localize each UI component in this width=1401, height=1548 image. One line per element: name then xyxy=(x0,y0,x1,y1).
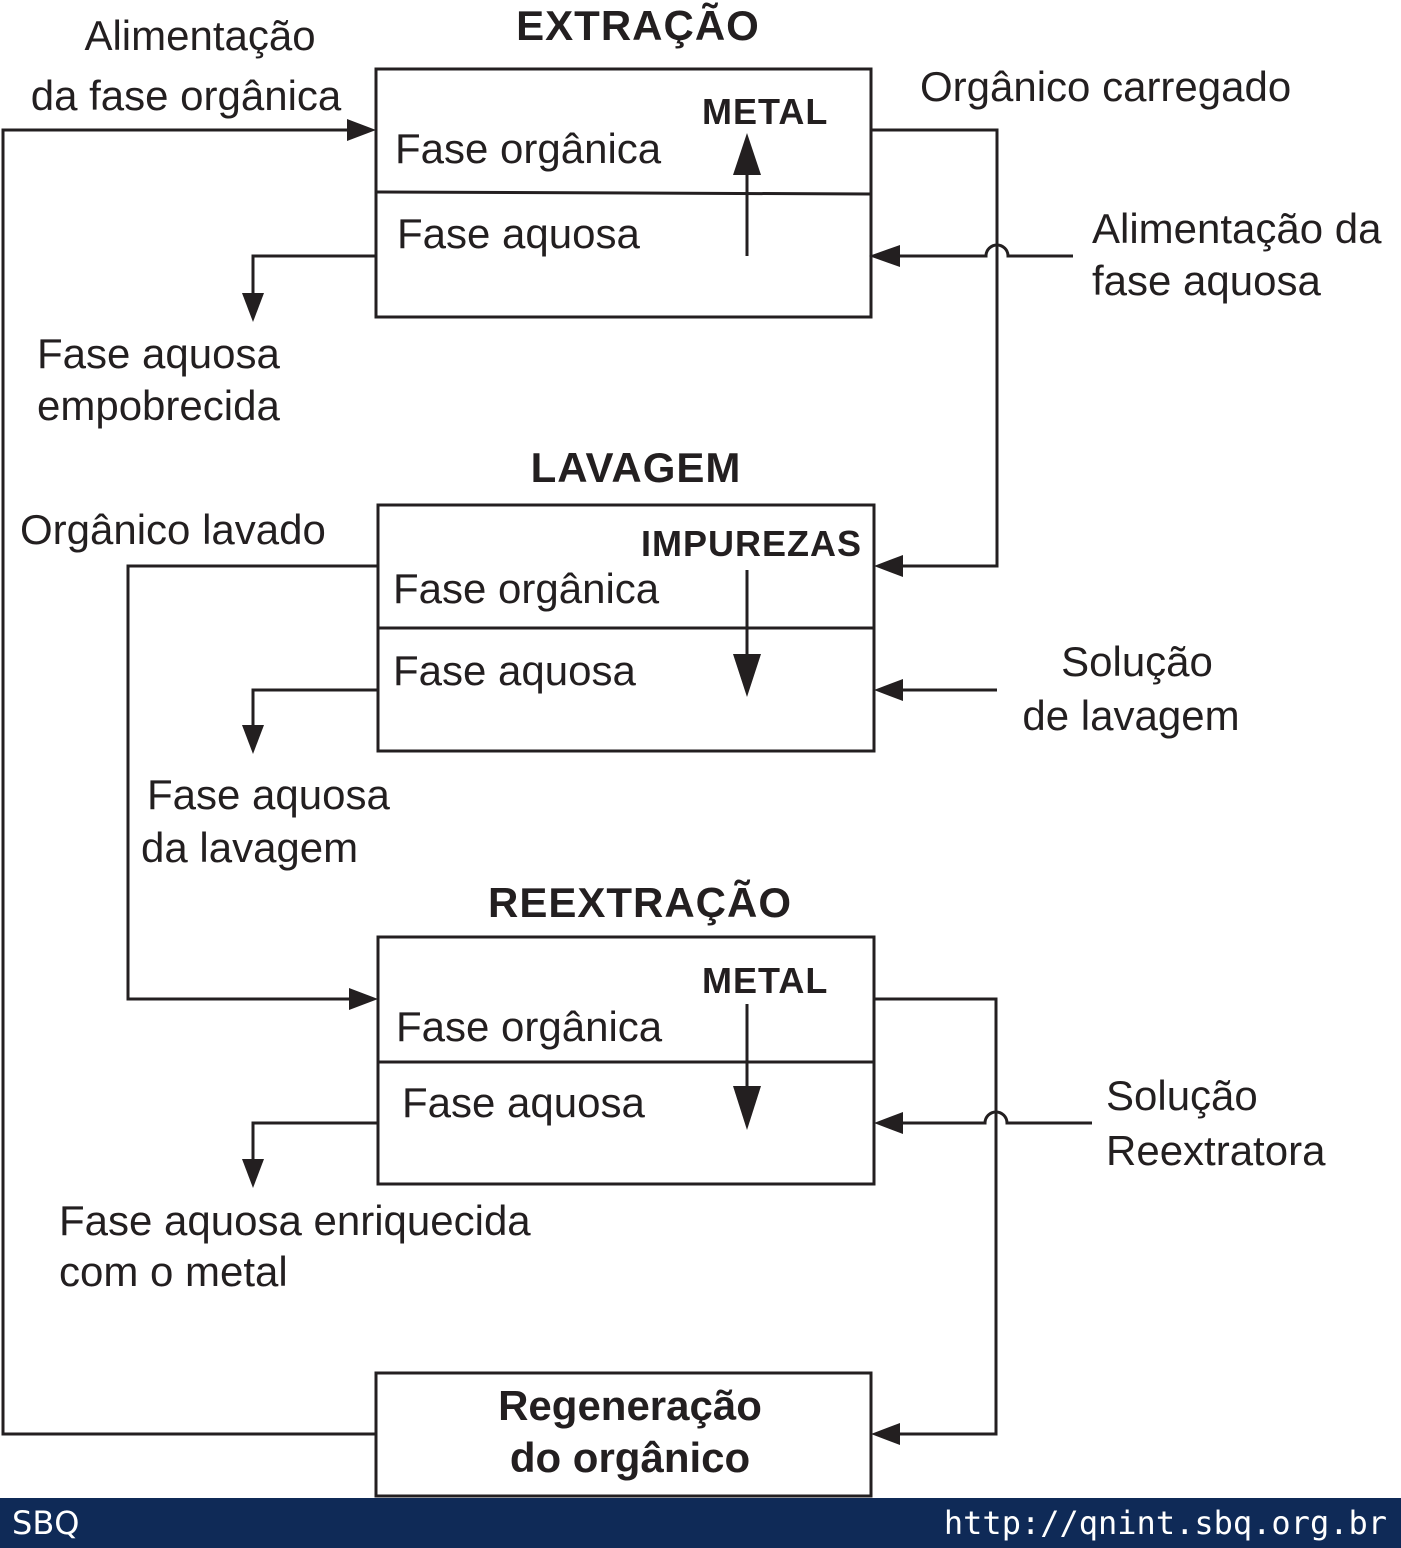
label-solucao-reextratora-2: Reextratora xyxy=(1106,1127,1326,1174)
label-aquosa-empobrecida-1: Fase aquosa xyxy=(37,330,280,377)
reextracao-fase-organica: Fase orgânica xyxy=(396,1003,663,1050)
label-aquosa-enriquecida-2: com o metal xyxy=(59,1248,288,1295)
loaded-organic-line xyxy=(871,128,999,568)
lavagem-fase-aquosa: Fase aquosa xyxy=(393,647,636,694)
footer-bar: SBQ http://qnint.sbq.org.br xyxy=(0,1498,1401,1548)
wash-aqueous-line xyxy=(251,688,378,728)
reextracao-title: REEXTRAÇÃO xyxy=(488,879,792,926)
label-solucao-reextratora-1: Solução xyxy=(1106,1072,1258,1119)
label-organico-lavado: Orgânico lavado xyxy=(20,506,326,553)
reextracao-box: Fase orgânica Fase aquosa METAL xyxy=(376,935,876,1186)
extracao-box: Fase orgânica Fase aquosa METAL xyxy=(374,67,873,319)
extracao-fase-organica: Fase orgânica xyxy=(395,125,662,172)
regeneracao-box: Regeneração do orgânico xyxy=(374,1371,873,1498)
lavagem-box: Fase orgânica Fase aquosa IMPUREZAS xyxy=(376,503,876,753)
label-aquosa-empobrecida-2: empobrecida xyxy=(37,382,280,429)
label-aquosa-enriquecida-1: Fase aquosa enriquecida xyxy=(59,1197,531,1244)
organic-recycle-line xyxy=(1,128,376,1436)
label-aquosa-lavagem-2: da lavagem xyxy=(141,824,358,871)
aqueous-feed-line xyxy=(898,243,1073,258)
extracao-fase-aquosa: Fase aquosa xyxy=(397,210,640,257)
label-aquosa-lavagem-1: Fase aquosa xyxy=(147,771,390,818)
reextracao-transfer-down-arrow xyxy=(733,1086,761,1130)
stripped-organic-line xyxy=(874,997,998,1436)
lavagem-fase-organica: Fase orgânica xyxy=(393,565,660,612)
solvent-extraction-diagram: EXTRAÇÃO LAVAGEM REEXTRAÇÃO Fase orgânic… xyxy=(1,2,1382,1498)
stripped-organic-arrow xyxy=(871,1423,900,1445)
lavagem-title: LAVAGEM xyxy=(531,444,742,491)
label-solucao-lavagem-2: de lavagem xyxy=(1022,692,1239,739)
footer-url[interactable]: http://qnint.sbq.org.br xyxy=(943,1504,1387,1542)
label-alimentacao-organica-1: Alimentação xyxy=(84,12,315,59)
stripping-solution-line xyxy=(900,1110,1092,1125)
extracao-transfer-up-arrow xyxy=(733,133,761,175)
label-alimentacao-aquosa-2: fase aquosa xyxy=(1092,257,1321,304)
extracao-metal-tag: METAL xyxy=(702,91,828,132)
enriched-aqueous-arrow xyxy=(242,1159,264,1188)
aqueous-feed-arrow xyxy=(869,245,900,267)
reextracao-metal-tag: METAL xyxy=(702,960,828,1001)
wash-aqueous-arrow xyxy=(242,725,264,754)
label-solucao-lavagem-1: Solução xyxy=(1061,638,1213,685)
label-alimentacao-aquosa-1: Alimentação da xyxy=(1092,205,1382,252)
reextracao-fase-aquosa: Fase aquosa xyxy=(402,1079,645,1126)
extracao-title: EXTRAÇÃO xyxy=(516,2,760,49)
depleted-aqueous-arrow xyxy=(242,293,264,322)
washed-organic-line xyxy=(126,564,378,1001)
regeneracao-line2: do orgânico xyxy=(510,1434,750,1481)
stripping-solution-arrow xyxy=(874,1112,903,1134)
washed-organic-arrow xyxy=(349,988,378,1010)
enriched-aqueous-line xyxy=(251,1121,378,1162)
loaded-organic-arrow xyxy=(874,555,903,577)
lavagem-transfer-down-arrow xyxy=(733,654,761,697)
footer-sbq: SBQ xyxy=(12,1504,80,1542)
label-organico-carregado: Orgânico carregado xyxy=(920,63,1291,110)
label-alimentacao-organica-2: da fase orgânica xyxy=(31,72,342,119)
organic-feed-arrow xyxy=(347,119,376,141)
regeneracao-line1: Regeneração xyxy=(498,1382,762,1429)
wash-solution-arrow xyxy=(874,679,903,701)
lavagem-impurezas-tag: IMPUREZAS xyxy=(641,523,862,564)
depleted-aqueous-line xyxy=(251,254,376,296)
